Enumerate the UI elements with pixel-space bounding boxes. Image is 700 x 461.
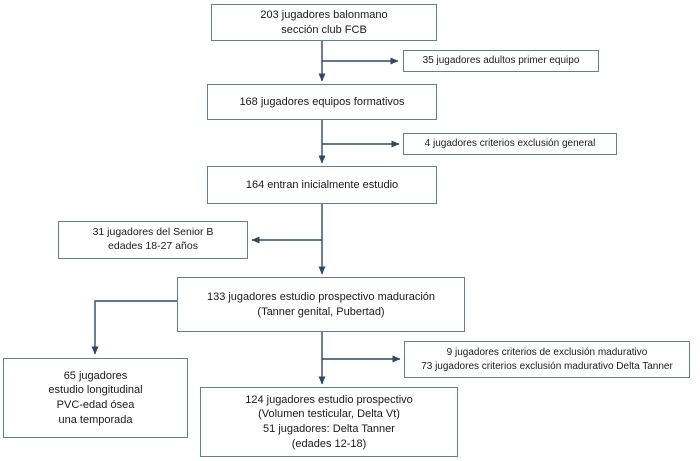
flow-box-133-prospectivo: 133 jugadores estudio prospectivo madura… [177,277,465,332]
arrow-elbow-to-65-box [91,300,177,355]
flow-box-65-longitudinal: 65 jugadores estudio longitudinal PVC-ed… [3,358,188,438]
flow-box-168-formativos: 168 jugadores equipos formativos [207,84,437,120]
flow-box-9-73-exclusion-madurativo: 9 jugadores criterios de exclusión madur… [404,341,690,378]
flow-box-124-prospectivo: 124 jugadores estudio prospectivo (Volum… [200,387,458,457]
flow-box-4-exclusion-general: 4 jugadores criterios exclusión general [403,133,617,155]
flow-box-31-senior-b: 31 jugadores del Senior B edades 18-27 a… [58,221,248,259]
flow-box-203-jugadores: 203 jugadores balonmano sección club FCB [211,4,437,41]
flow-box-35-adultos: 35 jugadores adultos primer equipo [403,50,599,72]
flow-box-164-inicial: 164 entran inicialmente estudio [207,166,437,204]
